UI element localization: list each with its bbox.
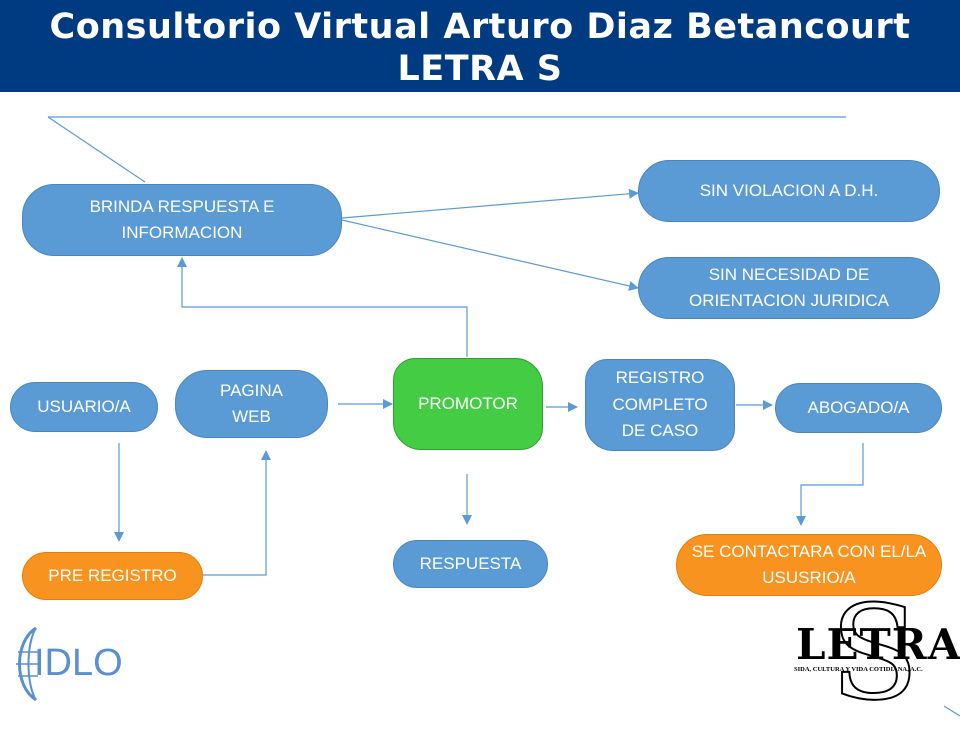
globe-icon — [16, 626, 38, 702]
arrow-brinda-to-sin-necesidad — [341, 219, 639, 291]
idlo-logo-text: IDLO — [34, 642, 123, 684]
node-sin-violacion-label: SIN VIOLACION A D.H. — [699, 180, 879, 200]
letra-s-big-letter: S — [829, 577, 920, 729]
node-abogado: ABOGADO/A — [775, 383, 942, 433]
node-brinda-respuesta-label: BRINDA RESPUESTA E INFORMACION — [89, 196, 275, 242]
letra-s-tagline: SIDA, CULTURA Y VIDA COTIDIANA, A.C. — [794, 666, 923, 673]
top-diagonal-line — [47, 116, 146, 183]
node-sin-necesidad-label: SIN NECESIDAD DE ORIENTACION JURIDICA — [689, 264, 889, 310]
node-sin-necesidad: SIN NECESIDAD DE ORIENTACION JURIDICA — [638, 257, 940, 319]
node-pagina-web: PAGINA WEB — [175, 370, 328, 438]
corner-line — [943, 705, 960, 717]
idlo-logo: IDLO — [8, 624, 128, 704]
node-promotor: PROMOTOR — [393, 358, 543, 450]
node-usuario: USUARIO/A — [10, 382, 158, 432]
letra-s-logo: S LETRA SIDA, CULTURA Y VIDA COTIDIANA, … — [790, 587, 960, 719]
page-subtitle: LETRA S — [397, 49, 563, 89]
title-bar: Consultorio Virtual Arturo Diaz Betancou… — [0, 0, 960, 92]
node-promotor-label: PROMOTOR — [418, 393, 518, 413]
node-pre-registro-label: PRE REGISTRO — [48, 565, 177, 585]
node-brinda-respuesta: BRINDA RESPUESTA E INFORMACION — [22, 184, 342, 256]
node-registro-completo: REGISTRO COMPLETO DE CASO — [585, 359, 735, 451]
node-se-contactara: SE CONTACTARA CON EL/LA USUSRIO/A — [676, 534, 942, 596]
node-usuario-label: USUARIO/A — [37, 396, 131, 416]
node-sin-violacion: SIN VIOLACION A D.H. — [638, 160, 940, 222]
arrow-brinda-to-sin-violacion — [341, 188, 639, 219]
arrow-promotor-to-brinda — [177, 257, 468, 357]
node-se-contactara-label: SE CONTACTARA CON EL/LA USUSRIO/A — [691, 541, 927, 587]
arrow-pre-registro-to-pagina — [203, 450, 271, 576]
node-pre-registro: PRE REGISTRO — [22, 552, 203, 600]
node-respuesta-label: RESPUESTA — [419, 553, 522, 573]
node-abogado-label: ABOGADO/A — [807, 397, 910, 417]
node-registro-completo-label: REGISTRO COMPLETO DE CASO — [612, 368, 708, 441]
node-respuesta: RESPUESTA — [393, 540, 548, 588]
arrow-abogado-to-se-contactara — [796, 443, 864, 526]
node-pagina-web-label: PAGINA WEB — [220, 380, 283, 426]
letra-s-wordmark: LETRA — [796, 620, 960, 669]
page-title: Consultorio Virtual Arturo Diaz Betancou… — [49, 7, 911, 47]
